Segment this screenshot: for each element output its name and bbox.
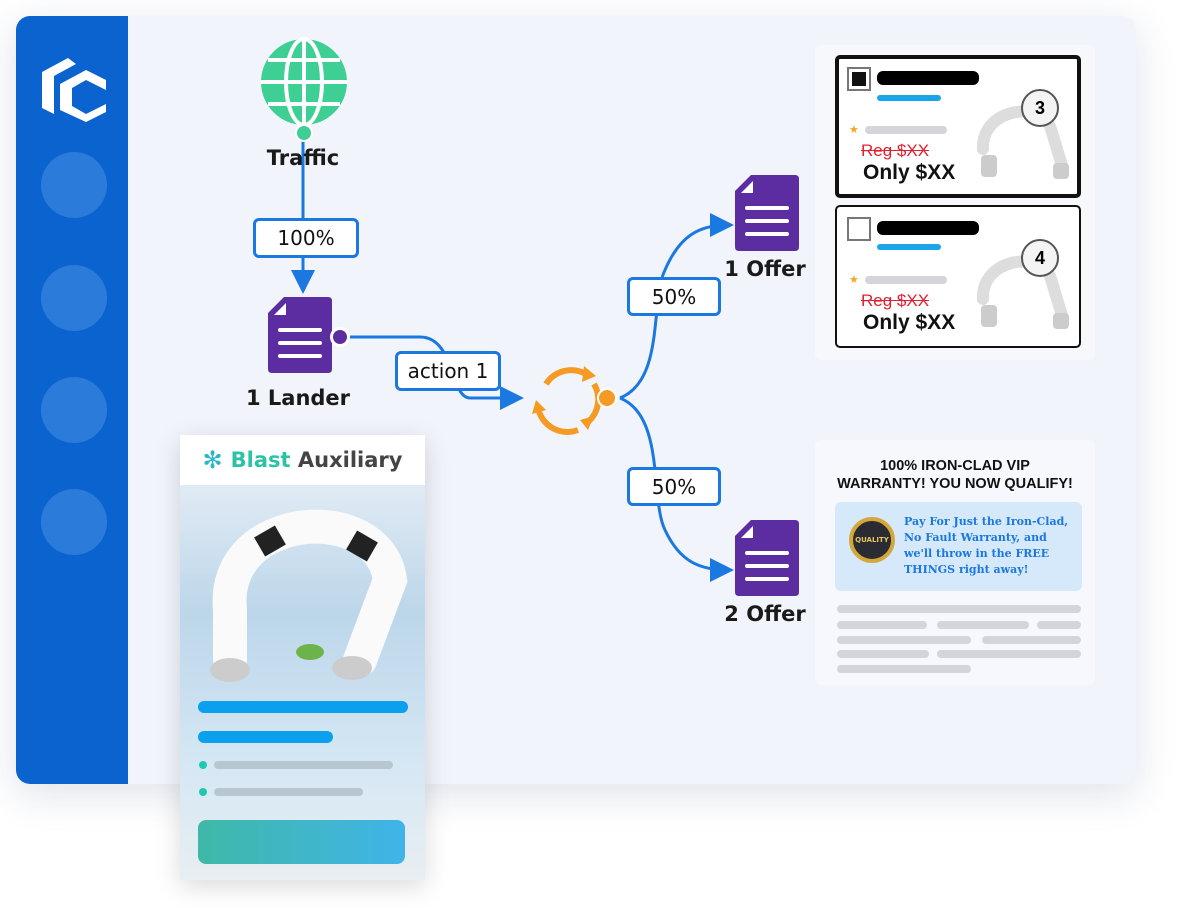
warranty-body: Pay For Just the Iron-Clad, No Fault War… (904, 515, 1069, 576)
offer-number-badge: 3 (1021, 89, 1059, 127)
offer1-label: 1 Offer (724, 257, 806, 281)
warranty-title-line1: 100% IRON-CLAD VIP (880, 458, 1030, 474)
globe-icon (261, 37, 347, 142)
sidebar-nav-item-3[interactable] (41, 377, 107, 443)
lander-cta-button[interactable] (198, 820, 405, 864)
neck-fan-product-image (210, 509, 408, 682)
lander-document-icon[interactable] (268, 297, 332, 373)
offer2-document-icon[interactable] (735, 520, 799, 596)
offer2-preview: 100% IRON-CLAD VIP WARRANTY! YOU NOW QUA… (815, 440, 1095, 685)
traffic-label: Traffic (266, 146, 340, 170)
sidebar-nav-item-1[interactable] (41, 152, 107, 218)
brand-part2: Auxiliary (297, 448, 403, 472)
warranty-callout: QUALITY Pay For Just the Iron-Clad, No F… (835, 502, 1082, 591)
split-bottom-label[interactable]: 50% (627, 467, 721, 506)
fan-logo-icon: ✻ (202, 446, 223, 474)
sidebar-nav-item-2[interactable] (41, 265, 107, 331)
lander-brand-header: ✻ Blast Auxiliary (180, 435, 425, 485)
lander-label: 1 Lander (245, 386, 351, 410)
reg-price: Reg $XX (861, 141, 930, 160)
action-label[interactable]: action 1 (395, 351, 501, 391)
offer-card-3[interactable]: ★ Reg $XX Only $XX 3 (835, 55, 1081, 198)
brand-part1: Blast (230, 448, 291, 472)
lander-output-port[interactable] (330, 327, 350, 347)
rotator-cycle-icon[interactable] (528, 362, 624, 438)
split-top-label[interactable]: 50% (627, 277, 721, 316)
app-logo-icon[interactable] (38, 50, 110, 122)
offer-checkbox[interactable] (847, 217, 871, 241)
lander-preview: ✻ Blast Auxiliary (180, 435, 425, 880)
offer1-document-icon[interactable] (735, 175, 799, 251)
quality-seal-icon: QUALITY (849, 517, 895, 563)
warranty-title-line2: WARRANTY! YOU NOW QUALIFY! (837, 476, 1073, 492)
offer2-label: 2 Offer (724, 602, 806, 626)
offer-card-4[interactable]: ★ Reg $XX Only $XX 4 (835, 205, 1081, 348)
reg-price: Reg $XX (861, 291, 930, 310)
offer-checkbox[interactable] (847, 67, 871, 91)
offer-number-badge: 4 (1021, 239, 1059, 277)
offer-price: Only $XX (863, 311, 956, 334)
neck-fan-product-icon (977, 255, 1069, 329)
traffic-split-label[interactable]: 100% (253, 218, 359, 258)
offer-price: Only $XX (863, 161, 956, 184)
neck-fan-product-icon (977, 105, 1069, 179)
sidebar-nav-item-4[interactable] (41, 489, 107, 555)
